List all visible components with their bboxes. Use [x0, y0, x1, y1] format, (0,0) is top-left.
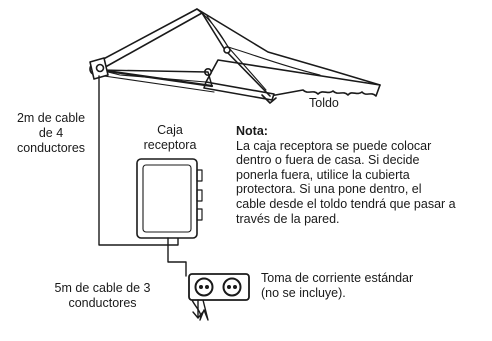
- outlet-label-line1: Toma de corriente estándar: [261, 271, 414, 285]
- cable-3-label-line1: 5m de cable de 3: [54, 281, 151, 295]
- cable-3-label: 5m de cable de 3 conductores: [40, 281, 165, 311]
- receiver-box-label: Caja receptora: [142, 123, 198, 153]
- cable-4-conductor: [98, 75, 179, 246]
- cable-4-label-line1: 2m de cable: [16, 111, 86, 125]
- note-line: La caja receptora se puede colocar: [236, 138, 432, 153]
- note-line: protectora. Si una pone dentro, el: [236, 182, 422, 197]
- note-line: cable desde el toldo tendrá que pasar a: [236, 196, 456, 211]
- cable-4-label-line3: conductores: [16, 141, 86, 155]
- plug-arrow: [192, 299, 204, 319]
- note-block: Nota: La caja receptora se puede colocar…: [236, 124, 456, 226]
- note-line: ponerla fuera, utilice la cubierta: [236, 167, 410, 182]
- note-title: Nota:: [236, 124, 268, 138]
- receiver-box: [136, 158, 203, 239]
- cable-3-conductor: [167, 237, 209, 321]
- awning-illustration: [89, 8, 381, 104]
- awning-label: Toldo: [309, 96, 339, 110]
- power-outlet: [188, 273, 250, 301]
- cable-3-label-line2: conductores: [68, 296, 137, 310]
- outlet-label: Toma de corriente estándar (no se incluy…: [261, 271, 413, 301]
- outlet-label-line2: (no se incluye).: [261, 286, 346, 300]
- note-line: dentro o fuera de casa. Si decide: [236, 153, 420, 168]
- receiver-box-label-line2: receptora: [143, 138, 197, 152]
- cable-4-label: 2m de cable de 4 conductores: [6, 111, 96, 156]
- note-line: través de la pared.: [236, 211, 340, 226]
- receiver-box-label-line1: Caja: [157, 123, 183, 137]
- cable-4-label-line2: de 4: [38, 126, 64, 140]
